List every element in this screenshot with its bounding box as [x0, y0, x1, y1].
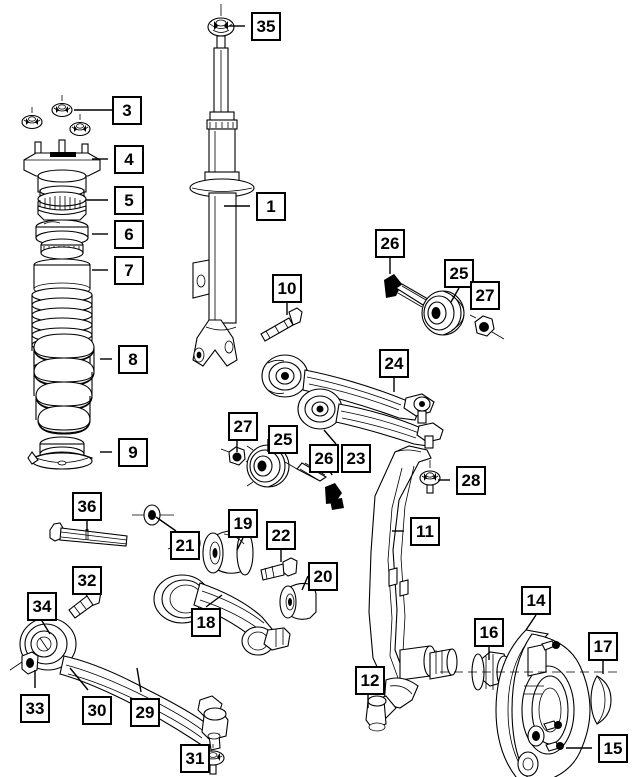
part-strut-mount-nuts — [21, 95, 91, 137]
callout-lower-lateral-arm: 18 — [191, 608, 221, 637]
callout-control-arm-bushing: 25 — [444, 259, 474, 288]
callout-wheel-hub-bearing: 16 — [474, 618, 504, 647]
part-shield-screws — [541, 640, 564, 752]
part-arm-bushing-large — [202, 530, 254, 576]
callout-arm-bushing-small: 21 — [170, 531, 200, 560]
part-hub-dust-cap — [590, 675, 612, 725]
callout-strut-rod-nut: 35 — [251, 12, 281, 41]
callout-shield-screw: 15 — [598, 734, 628, 763]
part-cam-nut-lower — [220, 446, 254, 466]
callout-lower-spring-isolator: 9 — [118, 438, 148, 467]
callout-upper-control-arm-rear: 23 — [341, 444, 371, 473]
callout-upper-spring-seat: 6 — [114, 220, 144, 249]
callout-control-arm-bushing-front: 34 — [27, 592, 57, 621]
leader-lines — [34, 25, 604, 759]
part-coil-spring — [33, 333, 95, 435]
part-ball-joint-nut — [419, 460, 441, 494]
callout-ball-joint-nut: 28 — [456, 466, 486, 495]
part-lower-lateral-arm — [153, 574, 291, 656]
part-lower-spring-isolator — [27, 436, 94, 470]
part-brake-splash-shield — [440, 629, 620, 777]
callout-alignment-cam-bolt: 26 — [309, 444, 339, 473]
callout-control-arm-shaft: 30 — [82, 696, 112, 725]
callout-alignment-cam-bolt: 26 — [375, 229, 405, 258]
part-steering-knuckle — [365, 445, 458, 732]
part-arm-mounting-bolt — [260, 557, 298, 581]
part-strut-bracket-bolt — [260, 307, 303, 342]
part-long-through-bolt — [49, 522, 128, 547]
part-cam-nut-upper — [469, 314, 505, 340]
part-arm-pivot-bushing — [9, 651, 39, 675]
callout-steering-knuckle: 11 — [410, 517, 440, 546]
callout-hub-dust-cap: 17 — [588, 632, 618, 661]
callout-arm-mounting-bolt: 22 — [266, 521, 296, 550]
part-upper-control-arm-rear — [297, 388, 444, 449]
callout-arm-bolt: 32 — [72, 566, 102, 595]
part-alignment-cam-bolt-upper — [384, 274, 447, 311]
callout-strut-mount: 4 — [114, 145, 144, 174]
callout-cam-nut: 27 — [228, 412, 258, 441]
callout-knuckle-lower-ball-joint: 12 — [355, 666, 385, 695]
part-upper-control-arm-front — [261, 354, 435, 424]
callout-arm-pivot-bushing: 33 — [20, 694, 50, 723]
part-control-arm-bushing-upper — [421, 290, 465, 336]
callout-control-arm-bushing: 25 — [268, 425, 298, 454]
callout-arm-bushing-large: 19 — [228, 509, 258, 538]
callout-upper-control-arm-front: 24 — [379, 349, 409, 378]
part-control-arm-bushing-lower — [246, 444, 290, 488]
callout-strut-bracket-bolt: 10 — [272, 274, 302, 303]
part-knuckle-lower-ball-joint — [365, 695, 387, 732]
part-strut-bearing — [37, 191, 87, 221]
callout-strut-assembly: 1 — [256, 192, 286, 221]
part-strut-assembly — [189, 47, 255, 367]
part-arm-bushing-20 — [279, 582, 317, 620]
callout-lower-control-arm: 29 — [130, 698, 160, 727]
callout-coil-spring: 8 — [118, 345, 148, 374]
callout-cam-nut: 27 — [470, 281, 500, 310]
callout-arm-bushing: 20 — [308, 562, 338, 591]
callout-dust-boot-jounce-bumper: 7 — [114, 256, 144, 285]
callout-strut-bearing: 5 — [114, 186, 144, 215]
callout-brake-splash-shield: 14 — [521, 586, 551, 615]
callout-long-through-bolt: 36 — [72, 492, 102, 521]
callout-strut-mount-nut: 3 — [112, 96, 142, 125]
part-upper-spring-seat — [35, 219, 89, 260]
callout-ball-joint-castle-nut: 31 — [180, 744, 210, 773]
